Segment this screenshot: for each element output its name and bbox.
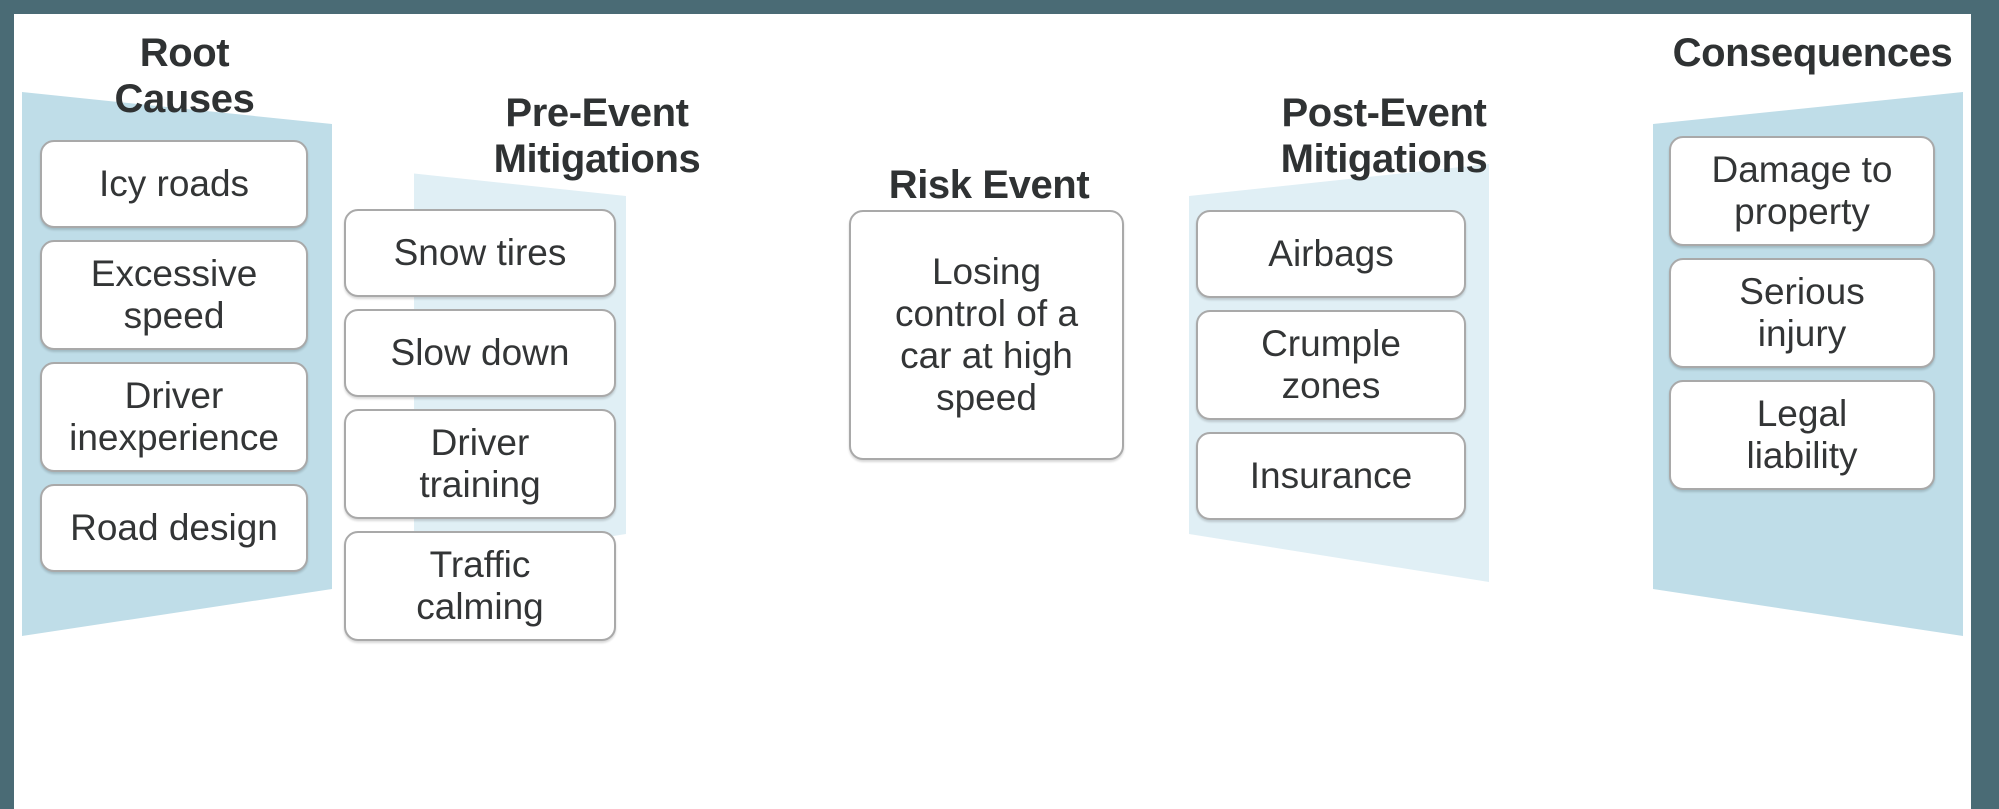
list-item[interactable]: Serious injury [1669,258,1935,368]
root-causes-items: Icy roads Excessive speed Driver inexper… [40,140,308,584]
item-label: Driver inexperience [69,374,279,458]
list-item[interactable]: Crumple zones [1196,310,1466,420]
column-consequences: Consequences Damage to property Serious … [1569,14,1971,809]
column-root-causes: Root Causes Icy roads Excessive speed Dr… [14,14,404,809]
consequences-items: Damage to property Serious injury Legal … [1669,136,1935,502]
item-label: Icy roads [98,162,250,204]
list-item[interactable]: Driver training [344,409,616,519]
item-label: Driver training [419,421,541,505]
list-item[interactable]: Snow tires [344,209,616,297]
list-item[interactable]: Slow down [344,309,616,397]
list-item[interactable]: Driver inexperience [40,362,308,472]
list-item[interactable]: Losing control of a car at high speed [849,210,1124,460]
risk-event-heading: Risk Event [888,163,1090,207]
column-risk-event: Risk Event Losing control of a car at hi… [809,14,1169,809]
list-item[interactable]: Insurance [1196,432,1466,520]
bowtie-diagram-canvas: Root Causes Icy roads Excessive speed Dr… [14,14,1971,809]
item-label: Insurance [1249,454,1413,496]
post-event-items: Airbags Crumple zones Insurance [1196,210,1466,532]
item-label: Slow down [390,331,570,373]
list-item[interactable]: Excessive speed [40,240,308,350]
column-post-event-mitigations: Post-Event Mitigations Airbags Crumple z… [1189,14,1559,809]
risk-event-items: Losing control of a car at high speed [849,210,1124,472]
list-item[interactable]: Legal liability [1669,380,1935,490]
list-item[interactable]: Damage to property [1669,136,1935,246]
column-pre-event-mitigations: Pre-Event Mitigations Snow tires Slow do… [344,14,786,809]
list-item[interactable]: Road design [40,484,308,572]
item-label: Excessive speed [90,252,258,336]
item-label: Damage to property [1711,148,1893,232]
item-label: Airbags [1268,232,1394,274]
item-label: Road design [70,506,278,548]
item-label: Losing control of a car at high speed [894,250,1079,419]
item-label: Snow tires [393,231,567,273]
item-label: Legal liability [1746,392,1858,476]
list-item[interactable]: Airbags [1196,210,1466,298]
item-label: Crumple zones [1261,322,1401,406]
item-label: Traffic calming [416,543,544,627]
item-label: Serious injury [1739,270,1865,354]
list-item[interactable]: Traffic calming [344,531,616,641]
pre-event-items: Snow tires Slow down Driver training Tra… [344,209,616,653]
list-item[interactable]: Icy roads [40,140,308,228]
